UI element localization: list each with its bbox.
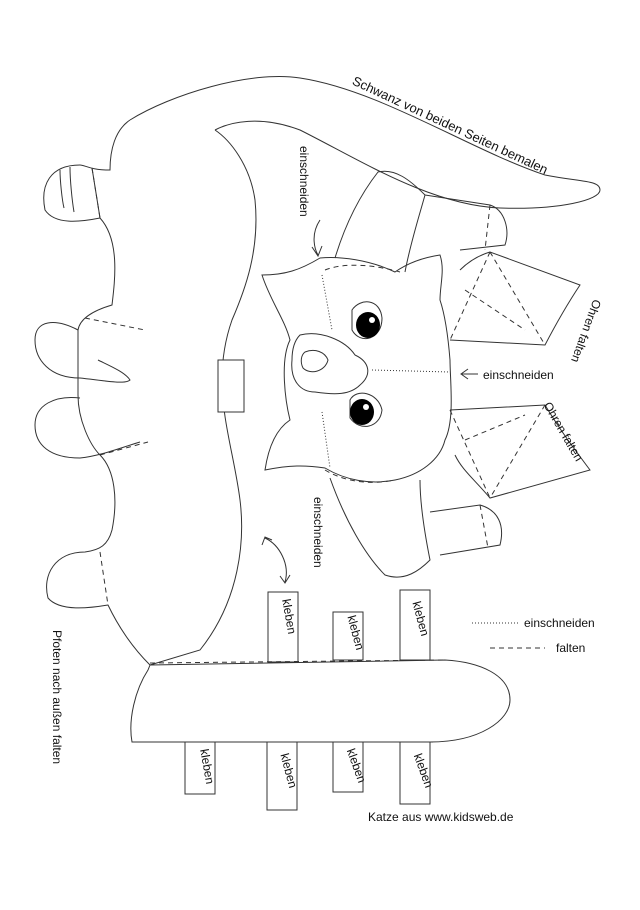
- paw-mid-lower-fold: [99, 441, 149, 456]
- arrow-cut-bottom: [261, 536, 291, 584]
- glue-tab-outline-5: [266, 741, 298, 811]
- glue-tab-outline-2: [332, 611, 364, 661]
- credit-label: Katze aus www.kidsweb.de: [368, 810, 514, 824]
- eye-right-highlight: [363, 404, 369, 410]
- right-tab-upper-fold: [484, 204, 491, 251]
- ear-upper-shape: [334, 170, 426, 273]
- eye-right-outline: [349, 392, 383, 427]
- cut-label-top: einschneiden: [297, 146, 311, 217]
- eye-left-outline: [351, 301, 383, 340]
- eye-right-pupil: [350, 399, 374, 425]
- right-tab-lower: [429, 504, 503, 556]
- paw-mid-lower: [34, 396, 141, 459]
- body-outline: [43, 119, 511, 743]
- muzzle: [291, 333, 369, 395]
- paw-mid-upper: [34, 322, 131, 383]
- tail-outline: [129, 75, 601, 209]
- nose: [300, 349, 329, 373]
- legend-dashed-label: falten: [556, 641, 586, 655]
- ear-flap-top: [449, 251, 581, 346]
- head-outline: [261, 254, 452, 483]
- glue-tab-outline-3: [399, 589, 431, 661]
- head-cut-bottom: [321, 411, 331, 469]
- body-slot: [217, 359, 245, 413]
- arrow-cut-right: [460, 368, 478, 380]
- eye-left-pupil: [356, 312, 380, 338]
- head-cut-top: [321, 274, 333, 331]
- legend-dotted-label: einschneiden: [524, 616, 595, 630]
- head-cut-mid: [371, 369, 451, 373]
- paw-mid-fold: [84, 317, 146, 331]
- right-tab-lower-fold: [479, 504, 489, 549]
- glue-tab-outline-4: [184, 741, 216, 795]
- glue-tab-outline-6: [332, 741, 364, 793]
- paw-bottom-fold: [99, 551, 109, 606]
- paws-label: Pfoten nach außen falten: [50, 630, 64, 765]
- arrow-cut-top: [311, 219, 323, 258]
- head-fold-bottom: [324, 469, 396, 483]
- cut-label-right: einschneiden: [483, 368, 554, 382]
- glue-tab-outline-1: [267, 591, 299, 663]
- glue-tab-outline-7: [399, 741, 431, 805]
- cut-label-bottom: einschneiden: [311, 497, 325, 568]
- ear-flap-bottom: [449, 404, 591, 499]
- ear-lower-shape: [329, 477, 431, 578]
- paw-top: [59, 166, 101, 219]
- ear-flap-bottom-fold: [449, 404, 546, 499]
- ear-flap-top-fold: [449, 251, 546, 346]
- head-fold-top: [324, 264, 401, 273]
- eye-left-highlight: [369, 317, 375, 323]
